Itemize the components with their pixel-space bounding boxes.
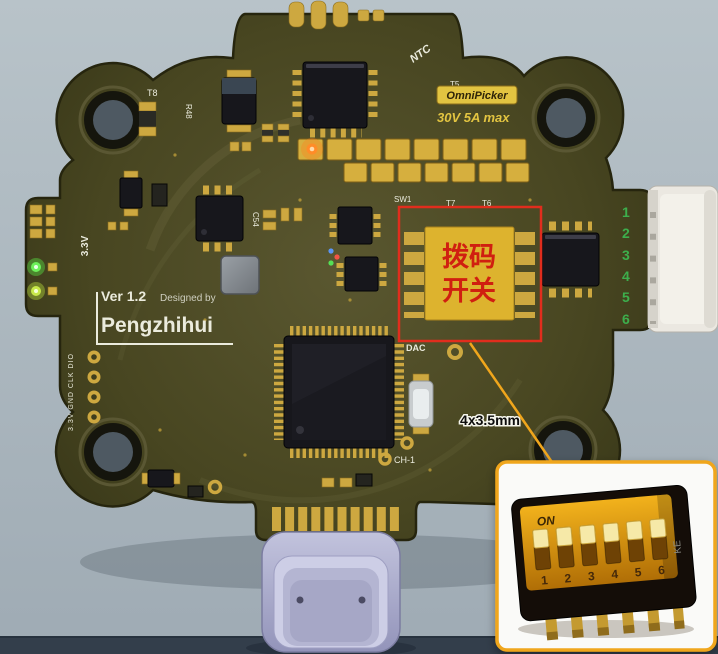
label-designed-by: Designed by — [160, 293, 216, 304]
inset-num-3: 3 — [587, 569, 595, 584]
regulator-components — [107, 170, 168, 231]
crystal-oscillator — [408, 373, 434, 435]
rating-text: 30V 5A max — [437, 110, 510, 125]
orange-led — [301, 138, 323, 160]
uart-pin-1: 1 — [622, 204, 630, 220]
uart-pin-3: 3 — [622, 247, 630, 263]
top-edge-pads — [288, 0, 385, 30]
uart-pin-2: 2 — [622, 225, 630, 241]
inset-num-6: 6 — [658, 563, 666, 578]
leader-line — [468, 342, 558, 469]
capacitor-bank-row2 — [343, 162, 530, 183]
uart-pin-numbers: 1 2 3 4 5 6 — [622, 204, 630, 327]
inset-on-label: ON — [536, 513, 555, 529]
inset-num-2: 2 — [564, 571, 572, 586]
inset-num-1: 1 — [541, 573, 549, 588]
top-ic-chip — [292, 61, 378, 138]
test-points — [207, 344, 463, 495]
vias — [158, 153, 532, 472]
debug-header-pads — [87, 350, 101, 424]
label-dac: DAC — [406, 343, 426, 353]
sensor-chip-a — [329, 206, 381, 245]
bottom-left-components — [141, 469, 204, 498]
power-inductor — [220, 255, 260, 295]
dip-switch-photo: ON KE 1 2 3 4 5 6 — [511, 484, 697, 641]
inset-ke-label: KE — [672, 539, 684, 554]
red-highlight-box — [397, 205, 543, 343]
label-sw1: SW1 — [394, 195, 412, 204]
uart-pin-4: 4 — [622, 268, 630, 284]
tantalum-cap-large — [221, 69, 257, 133]
dimension-label: 4x3.5mm — [460, 412, 520, 428]
label-version: Ver 1.2 — [101, 288, 146, 304]
status-leds — [328, 248, 340, 266]
sensor-chip-b — [336, 256, 387, 292]
dip-switch-footprint: 拨码 开关 — [404, 226, 535, 321]
label-r48: R48 — [184, 104, 193, 119]
current-sensor-chip — [541, 221, 600, 298]
dip-switch-position-numbers: 1 2 3 4 5 6 — [541, 563, 666, 588]
inset-num-5: 5 — [634, 565, 642, 580]
dip-switch-inset: ON KE 1 2 3 4 5 6 — [495, 460, 717, 652]
dip-annotation-line1: 拨码 — [442, 242, 496, 272]
bottom-edge-pads — [272, 473, 399, 531]
label-io-header: 3.3V GND CLK DIO — [68, 353, 75, 431]
dip-annotation-line2: 开关 — [442, 276, 496, 306]
yellow-green-led — [27, 282, 45, 300]
label-t7: T7 — [446, 199, 456, 208]
mounting-hole-bottom-left — [78, 417, 148, 487]
dip-switch-sliders — [532, 518, 669, 571]
left-edge-pads — [29, 204, 58, 296]
usb-c-connector — [261, 531, 401, 653]
author-underline-bracket — [96, 292, 233, 345]
inset-num-4: 4 — [611, 567, 619, 582]
label-ch1: CH-1 — [394, 455, 415, 465]
trace-texture — [117, 115, 523, 504]
passive-cluster-mid — [262, 207, 303, 231]
green-led — [27, 258, 45, 276]
label-t8: T8 — [147, 88, 158, 98]
resistor-r48 — [138, 101, 157, 137]
brand-badge: OmniPicker 30V 5A max — [436, 85, 518, 125]
jst-connector — [647, 185, 718, 333]
label-author: Pengzhihui — [101, 314, 213, 337]
label-33v: 3.3V — [80, 235, 91, 256]
label-t6: T6 — [482, 199, 492, 208]
gate-driver-chip — [195, 185, 244, 252]
brand-name: OmniPicker — [446, 90, 508, 102]
mounting-hole-top-left — [78, 85, 148, 155]
uart-pin-5: 5 — [622, 289, 630, 305]
label-t5: T5 — [450, 80, 460, 89]
mounting-hole-top-right — [531, 83, 601, 153]
mcu-chip — [274, 326, 404, 458]
label-c54: C54 — [251, 212, 260, 227]
uart-pin-6: 6 — [622, 311, 630, 327]
passive-cluster-top — [229, 123, 290, 152]
